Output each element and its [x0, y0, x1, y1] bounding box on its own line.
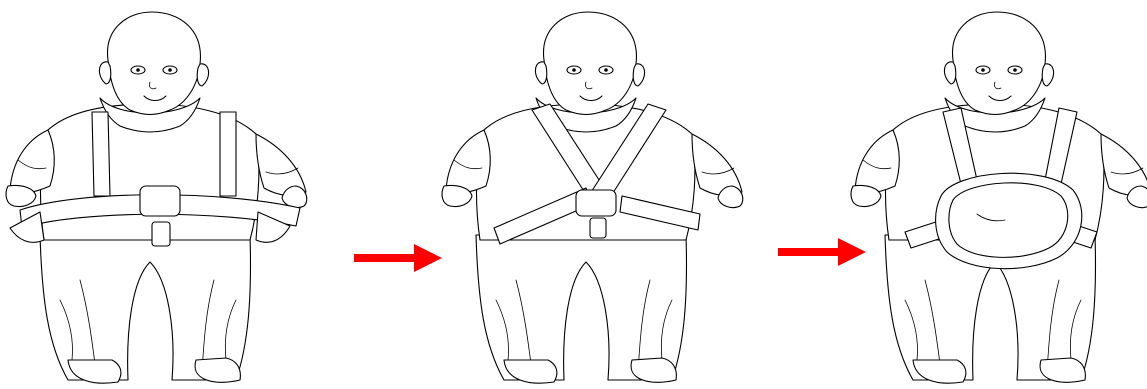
right-arrow-icon [354, 244, 442, 272]
step-2-illustration [442, 12, 743, 383]
step-3-illustration [851, 12, 1147, 383]
arrow-2 [778, 238, 866, 266]
step-1-illustration [6, 12, 307, 383]
right-arrow-icon [778, 238, 866, 266]
arrow-1 [354, 244, 442, 272]
